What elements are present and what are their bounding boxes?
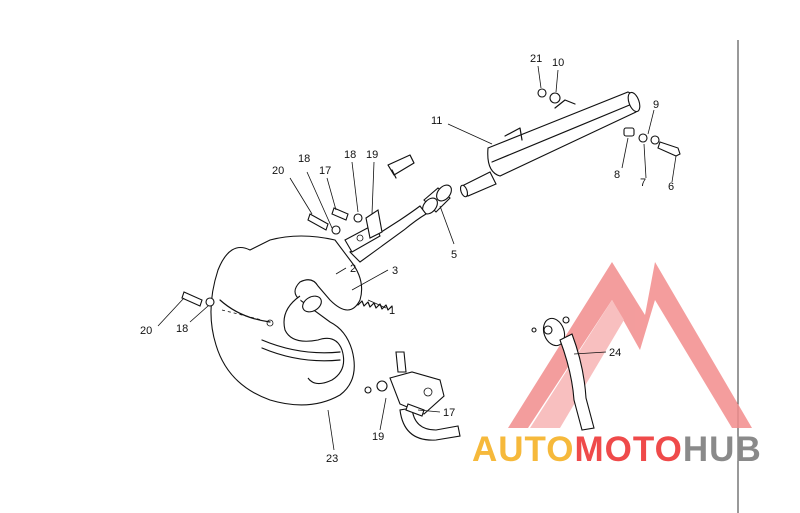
silencer-part-11 <box>459 91 641 198</box>
callout-19-top: 19 <box>366 149 378 161</box>
coupling-part-5 <box>422 184 452 215</box>
callout-6: 6 <box>668 181 674 193</box>
callout-10: 10 <box>552 57 564 69</box>
callout-labels: 21 10 9 11 8 7 6 18 19 18 20 17 5 2 3 1 … <box>140 53 674 465</box>
callout-5: 5 <box>451 249 457 261</box>
bolt-6-icon <box>657 141 681 157</box>
callout-20-top: 20 <box>272 165 284 177</box>
watermark-logo <box>508 262 752 428</box>
bolt-20a-icon <box>307 213 329 231</box>
watermark-moto: MOTO <box>575 430 683 469</box>
bracket-19a-icon <box>365 209 383 239</box>
bushing-8-icon <box>623 127 635 137</box>
washer-9-icon <box>650 135 660 145</box>
callout-18-left: 18 <box>298 153 310 165</box>
callout-9: 9 <box>653 99 659 111</box>
expansion-chamber-part-23 <box>210 235 363 406</box>
watermark-wordmark: AUTOMOTOHUB <box>472 430 762 469</box>
callout-20-left: 20 <box>140 325 152 337</box>
bolt-20b-icon <box>181 291 203 307</box>
watermark-auto: AUTO <box>472 430 575 469</box>
callout-24: 24 <box>609 347 621 359</box>
callout-17-top: 17 <box>319 165 331 177</box>
washer-18a-icon <box>331 225 341 235</box>
washer-18b-icon <box>353 213 363 223</box>
callout-18-top: 18 <box>344 149 356 161</box>
header-pipe <box>344 154 427 263</box>
leader-lines <box>157 65 677 451</box>
callout-11: 11 <box>431 115 442 127</box>
washer-21-icon <box>537 88 547 98</box>
callout-3: 3 <box>392 265 398 277</box>
watermark-hub: HUB <box>683 430 762 469</box>
nut-10-icon <box>549 92 561 104</box>
pipe-part-24 <box>531 316 595 431</box>
callout-1: 1 <box>389 305 395 317</box>
callout-7: 7 <box>640 177 646 189</box>
bolt-17a-icon <box>331 207 349 221</box>
callout-8: 8 <box>614 169 620 181</box>
washer-7-icon <box>638 133 648 143</box>
callout-23: 23 <box>326 453 338 465</box>
callout-17-bottom: 17 <box>443 407 455 419</box>
washer-18c-icon <box>205 297 215 307</box>
callout-18-bottom: 18 <box>176 323 188 335</box>
callout-21: 21 <box>530 53 542 65</box>
callout-19-bottom: 19 <box>372 431 384 443</box>
lower-mount-bracket <box>364 351 461 441</box>
callout-2: 2 <box>350 263 356 275</box>
